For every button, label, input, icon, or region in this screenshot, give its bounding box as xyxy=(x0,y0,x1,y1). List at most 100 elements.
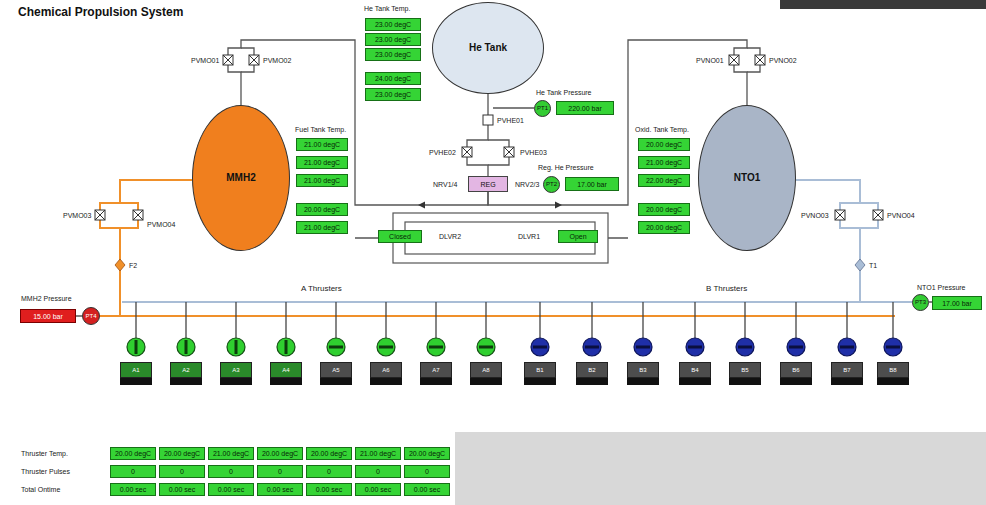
part-label: Oxid. Tank Temp. xyxy=(634,125,690,134)
node-text: 17.00 bar xyxy=(577,180,607,189)
node-text: B8 xyxy=(889,366,896,375)
node-text: 21.00 degC xyxy=(304,176,340,185)
value-display: 23.00 degC xyxy=(365,88,421,101)
node-text: 23.00 degC xyxy=(375,90,411,99)
fuel-pipe xyxy=(100,180,192,316)
node-text: A1 xyxy=(132,366,139,375)
value-display: Closed xyxy=(378,230,422,243)
node-text: 0 xyxy=(278,467,282,476)
part-label: He Tank Temp. xyxy=(363,4,411,13)
value-display: 20.00 degC xyxy=(159,447,205,460)
part-label: NRV1/4 xyxy=(432,180,458,189)
valve-symbol xyxy=(223,55,233,65)
part-label: PVMO01 xyxy=(190,56,220,65)
thruster-box: B1 xyxy=(524,362,556,378)
thruster-symbol xyxy=(627,302,659,385)
pipe-connector xyxy=(467,94,488,176)
value-display: 21.00 degC xyxy=(638,156,690,169)
node-text: 20.00 degC xyxy=(409,449,445,458)
thruster-symbol xyxy=(877,302,909,385)
node-text: 0.00 sec xyxy=(218,485,244,494)
node-text: 20.00 degC xyxy=(646,140,682,149)
node-text: 0.00 sec xyxy=(267,485,293,494)
node-text: 20.00 degC xyxy=(164,449,200,458)
node-text: 0 xyxy=(425,467,429,476)
thruster-symbol xyxy=(729,302,761,385)
node-text: 21.00 degC xyxy=(304,223,340,232)
value-display: 0.00 sec xyxy=(110,483,156,496)
thruster-symbol xyxy=(170,302,202,385)
part-label: Fuel Tank Temp. xyxy=(294,125,347,134)
valve-symbol xyxy=(873,210,883,220)
value-display: 0 xyxy=(208,465,254,478)
value-display: 21.00 degC xyxy=(296,221,348,234)
thruster-box: B4 xyxy=(679,362,711,378)
part-label: F2 xyxy=(128,261,138,270)
node-text: 0.00 sec xyxy=(169,485,195,494)
part-label: PVMO03 xyxy=(62,211,92,220)
node-text: 21.00 degC xyxy=(646,158,682,167)
valve-symbol xyxy=(835,210,845,220)
node-text: 0 xyxy=(327,467,331,476)
part-label: B Thrusters xyxy=(705,284,748,294)
valve-symbol xyxy=(249,55,259,65)
node-text: B1 xyxy=(536,366,543,375)
node-text: B4 xyxy=(691,366,698,375)
node-text: He Tank xyxy=(469,42,507,54)
value-display: 22.00 degC xyxy=(638,174,690,187)
thruster-symbol xyxy=(420,302,452,385)
thruster-box: A1 xyxy=(120,362,152,378)
node-text: 24.00 degC xyxy=(375,74,411,83)
flow-arrow xyxy=(418,202,562,209)
part-label: MMH2 Pressure xyxy=(20,294,73,303)
value-display: 23.00 degC xyxy=(365,33,421,46)
value-display: 23.00 degC xyxy=(365,48,421,61)
value-display: 0 xyxy=(159,465,205,478)
node-text: A2 xyxy=(182,366,189,375)
node-text: 20.00 degC xyxy=(646,205,682,214)
value-display: 21.00 degC xyxy=(296,174,348,187)
node-text: PT3 xyxy=(915,298,926,307)
propellant-tank: NTO1 xyxy=(698,105,796,251)
value-display: 20.00 degC xyxy=(638,203,690,216)
value-display: 0 xyxy=(355,465,401,478)
node-text: 21.00 degC xyxy=(360,449,396,458)
node-text: REG xyxy=(480,180,495,189)
part-label: PVNO01 xyxy=(695,56,725,65)
overlay-panel xyxy=(455,432,986,505)
sensor-tap xyxy=(493,107,534,108)
node-text: Open xyxy=(569,232,586,241)
part-label: PVHE03 xyxy=(519,148,548,157)
thruster-box: A2 xyxy=(170,362,202,378)
value-display: 0 xyxy=(404,465,450,478)
part-label: DLVR1 xyxy=(517,232,541,241)
alarm-display: 15.00 bar xyxy=(20,309,76,323)
thruster-box: B3 xyxy=(627,362,659,378)
part-label: PVMO04 xyxy=(146,220,176,229)
value-display: 220.00 bar xyxy=(556,101,614,115)
node-text: 0 xyxy=(180,467,184,476)
node-text: 20.00 degC xyxy=(646,223,682,232)
node-text: 20.00 degC xyxy=(311,449,347,458)
node-text: 20.00 degC xyxy=(115,449,151,458)
node-text: 0 xyxy=(229,467,233,476)
value-display: 21.00 degC xyxy=(296,156,348,169)
value-display: 20.00 degC xyxy=(638,138,690,151)
value-display: 20.00 degC xyxy=(638,221,690,234)
value-display: 20.00 degC xyxy=(257,447,303,460)
pressure-sensor: PT4 xyxy=(82,307,100,325)
node-text: 21.00 degC xyxy=(213,449,249,458)
value-display: 20.00 degC xyxy=(296,203,348,216)
part-label: NRV2/3 xyxy=(514,180,540,189)
thruster-symbol xyxy=(576,302,608,385)
value-display: 0 xyxy=(257,465,303,478)
latch-valve-block xyxy=(393,213,608,263)
part-label: DLVR2 xyxy=(438,232,462,241)
part-label: Total Ontime xyxy=(20,485,61,494)
valve-symbol xyxy=(483,115,493,125)
node-text: 0.00 sec xyxy=(120,485,146,494)
node-text: B2 xyxy=(588,366,595,375)
node-text: 0.00 sec xyxy=(414,485,440,494)
part-label: He Tank Pressure xyxy=(535,88,593,97)
node-text: A3 xyxy=(232,366,239,375)
